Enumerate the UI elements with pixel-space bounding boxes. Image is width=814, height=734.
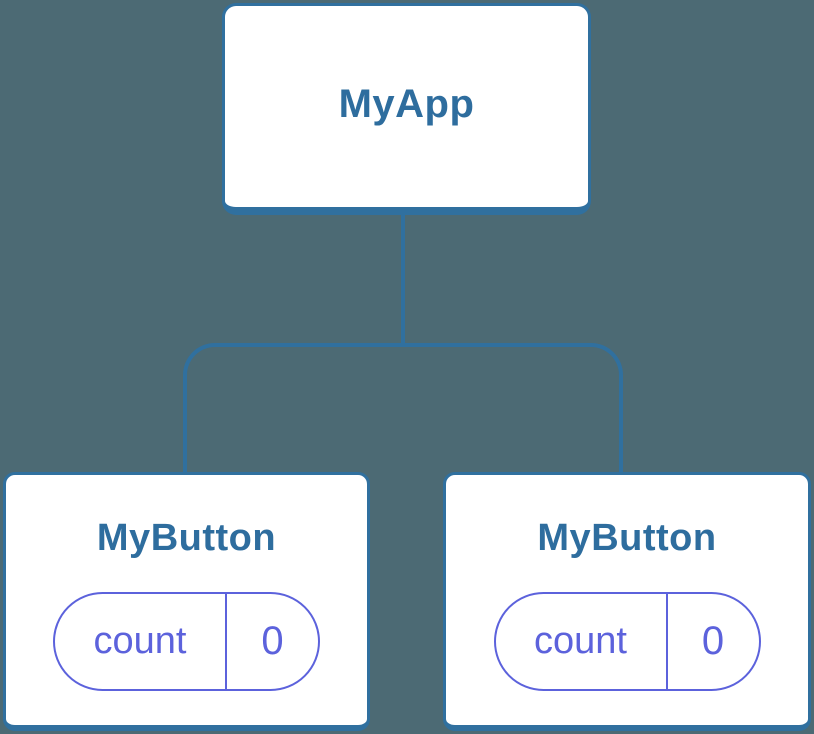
component-node-root: MyApp <box>222 3 591 215</box>
child-2-state-pill: count 0 <box>493 592 761 691</box>
child-2-node-label: MyButton <box>537 517 717 559</box>
child-2-state-name: count <box>534 620 627 662</box>
component-node-child-2: MyButton count 0 <box>443 472 811 731</box>
root-node-label: MyApp <box>338 81 475 126</box>
child-1-state-name: count <box>93 620 187 662</box>
child-1-state-pill: count 0 <box>53 592 320 691</box>
connector-stem-line <box>401 213 405 345</box>
child-1-state-value: 0 <box>225 594 318 689</box>
connector-bracket-line <box>183 343 623 472</box>
component-node-child-1: MyButton count 0 <box>3 472 370 731</box>
child-1-node-label: MyButton <box>96 517 277 559</box>
child-2-state-value: 0 <box>665 594 759 689</box>
